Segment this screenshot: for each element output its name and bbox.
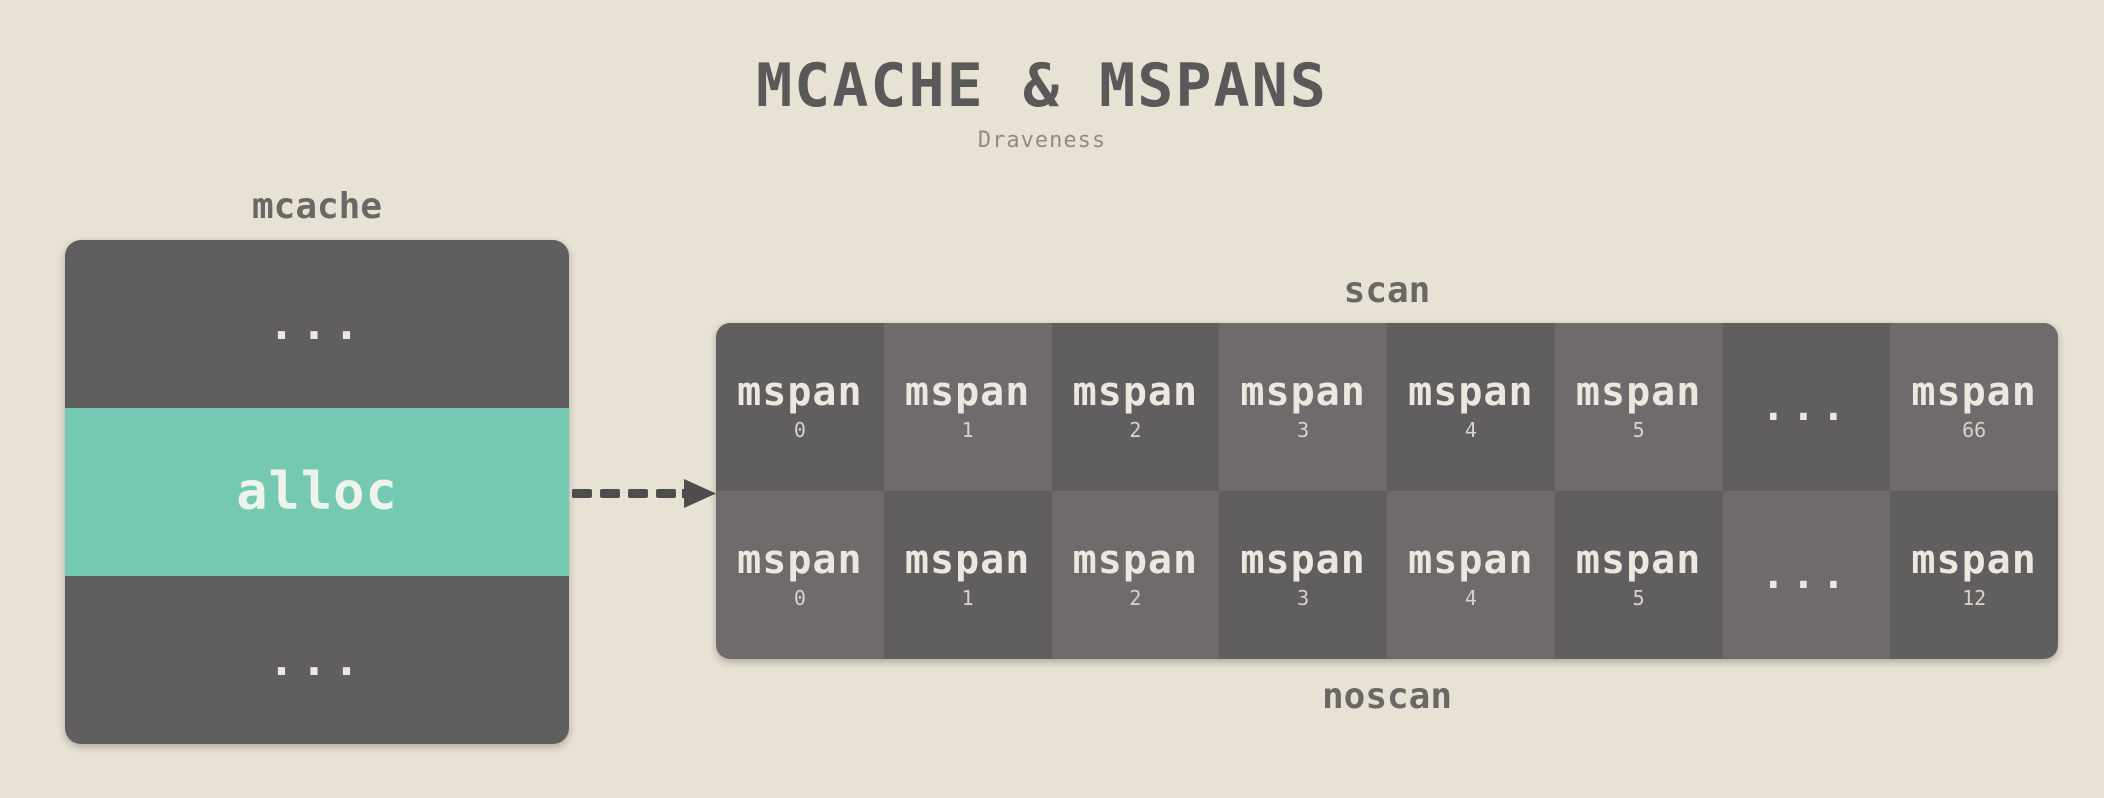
mcache-box: ... alloc ... [65, 240, 569, 744]
mspan-number: 12 [1962, 586, 1987, 610]
alloc-to-scan-arrow [572, 479, 716, 508]
mspan-number: 0 [793, 586, 806, 610]
mspan-name: mspan [1408, 369, 1534, 415]
scan-mspan-cell: mspan 4 [1387, 323, 1555, 491]
mspan-name: mspan [1911, 537, 2037, 583]
noscan-mspan-cell: mspan 3 [1219, 491, 1387, 659]
mspan-number: 5 [1632, 418, 1645, 442]
mspan-name: mspan [737, 369, 863, 415]
scan-mspan-cell: mspan 66 [1890, 323, 2058, 491]
mspan-number: 0 [793, 418, 806, 442]
mspan-number: 5 [1632, 586, 1645, 610]
noscan-mspan-cell: mspan 0 [716, 491, 884, 659]
scan-ellipsis-cell: ... [1722, 323, 1891, 491]
mspan-name: mspan [1072, 369, 1199, 415]
mspan-number: 2 [1129, 418, 1142, 442]
noscan-mspan-cell: mspan 12 [1890, 491, 2058, 659]
mspan-number: 1 [961, 418, 974, 442]
noscan-mspan-cell: mspan 5 [1554, 491, 1723, 659]
mcache-ellipsis-bottom: ... [268, 634, 366, 686]
mspan-grid: mspan 0 mspan 1 mspan 2 mspan 3 mspan 4 … [716, 323, 2058, 659]
mspan-name: mspan [1240, 537, 1366, 583]
mspan-number: 1 [961, 586, 974, 610]
scan-mspan-cell: mspan 1 [883, 323, 1052, 491]
mspan-name: mspan [737, 537, 863, 583]
mspan-name: mspan [1575, 537, 1702, 583]
noscan-label: noscan [1321, 676, 1453, 717]
scan-mspan-cell: mspan 0 [716, 323, 884, 491]
scan-mspan-cell: mspan 3 [1219, 323, 1387, 491]
scan-label: scan [1343, 270, 1431, 311]
noscan-mspan-cell: mspan 4 [1387, 491, 1555, 659]
mspan-name: mspan [1911, 369, 2037, 415]
scan-mspan-cell: mspan 5 [1554, 323, 1723, 491]
noscan-mspan-cell: mspan 2 [1051, 491, 1220, 659]
ellipsis: ... [1761, 552, 1852, 598]
mspan-number: 2 [1129, 586, 1142, 610]
diagram-subtitle: Draveness [977, 128, 1107, 153]
mspan-name: mspan [1072, 537, 1199, 583]
noscan-mspan-cell: mspan 1 [883, 491, 1052, 659]
mcache-label: mcache [251, 186, 383, 227]
mspan-name: mspan [904, 537, 1031, 583]
mspan-name: mspan [1240, 369, 1366, 415]
mspan-name: mspan [1575, 369, 1702, 415]
mspan-number: 3 [1297, 586, 1310, 610]
mcache-ellipsis-top: ... [268, 298, 366, 350]
mspan-number: 4 [1464, 586, 1477, 610]
mspan-name: mspan [904, 369, 1031, 415]
scan-mspan-cell: mspan 2 [1051, 323, 1220, 491]
diagram-title: MCACHE & MSPANS [756, 51, 1328, 121]
mspan-number: 66 [1962, 418, 1987, 442]
mspan-number: 3 [1297, 418, 1310, 442]
mspan-name: mspan [1408, 537, 1534, 583]
mspan-number: 4 [1464, 418, 1477, 442]
ellipsis: ... [1761, 384, 1852, 430]
mcache-alloc-slot: alloc [65, 408, 569, 576]
noscan-ellipsis-cell: ... [1722, 491, 1891, 659]
